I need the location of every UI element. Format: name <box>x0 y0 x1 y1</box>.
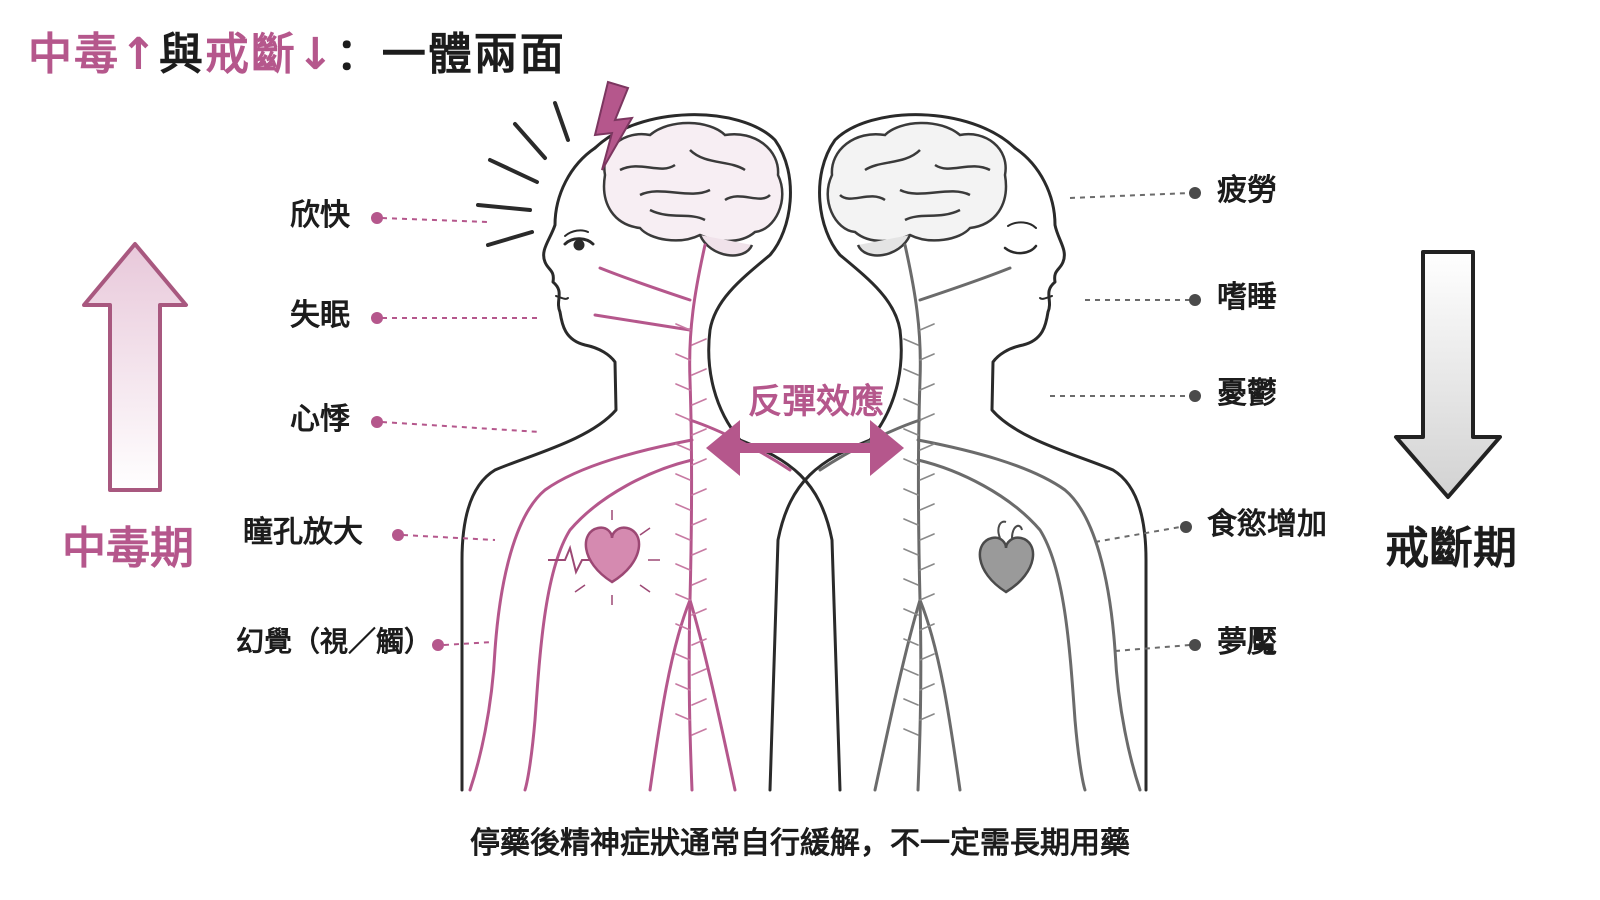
symptom-depression: 憂鬱 <box>1217 376 1277 411</box>
symptom-increased-appetite: 食慾增加 <box>1207 507 1327 542</box>
marker-dot <box>432 639 444 651</box>
symptom-fatigue: 疲勞 <box>1217 173 1277 208</box>
marker-dot <box>371 416 383 428</box>
marker-dot <box>1189 639 1201 651</box>
title-and: 與 <box>158 29 205 80</box>
symptom-hallucinations: 幻覺（視／觸） <box>236 625 433 658</box>
symptom-palpitations: 心悸 <box>290 402 350 437</box>
page-title: 中毒↑與戒斷↓：一體兩面 <box>28 18 566 82</box>
intoxication-phase-label: 中毒期 <box>62 523 194 574</box>
title-intoxication: 中毒↑ <box>28 29 159 80</box>
marker-dot <box>371 212 383 224</box>
heart-pulsing-icon <box>548 510 660 605</box>
marker-dot <box>1189 187 1201 199</box>
leader-lines-right <box>1050 192 1191 652</box>
brain-left <box>602 121 784 257</box>
nervous-system-right <box>818 243 1142 792</box>
nervous-system-left <box>468 243 792 792</box>
symptom-nightmares: 夢魘 <box>1217 625 1277 660</box>
symptom-insomnia: 失眠 <box>290 298 350 333</box>
symptom-dilated-pupils: 瞳孔放大 <box>243 515 363 550</box>
lightning-icon <box>593 80 634 171</box>
intoxicated-figure <box>460 113 842 792</box>
rebound-arrow-icon <box>706 420 904 476</box>
symptom-hypersomnia: 嗜睡 <box>1217 280 1277 315</box>
marker-dot <box>371 312 383 324</box>
symptom-euphoria: 欣快 <box>290 198 350 233</box>
excitement-rays <box>476 101 570 247</box>
marker-dot <box>1189 390 1201 402</box>
nerve-branches-left <box>675 323 707 736</box>
nerve-branches-right <box>903 323 935 736</box>
down-arrow-icon <box>1394 250 1502 499</box>
rebound-effect-label: 反彈效應 <box>748 382 884 422</box>
up-arrow-icon <box>82 242 188 492</box>
marker-dot <box>392 529 404 541</box>
title-withdrawal: 戒斷↓ <box>204 29 336 80</box>
marker-dot <box>1180 521 1192 533</box>
withdrawal-figure <box>768 113 1148 792</box>
heart-calm-icon <box>978 520 1035 594</box>
title-one-body-two-sides: ：一體兩面 <box>335 29 566 80</box>
withdrawal-phase-label: 戒斷期 <box>1385 523 1517 574</box>
footer-note: 停藥後精神症狀通常自行緩解，不一定需長期用藥 <box>470 826 1130 861</box>
brain-right <box>826 121 1008 257</box>
leader-lines-left <box>381 217 541 646</box>
marker-dot <box>1189 294 1201 306</box>
